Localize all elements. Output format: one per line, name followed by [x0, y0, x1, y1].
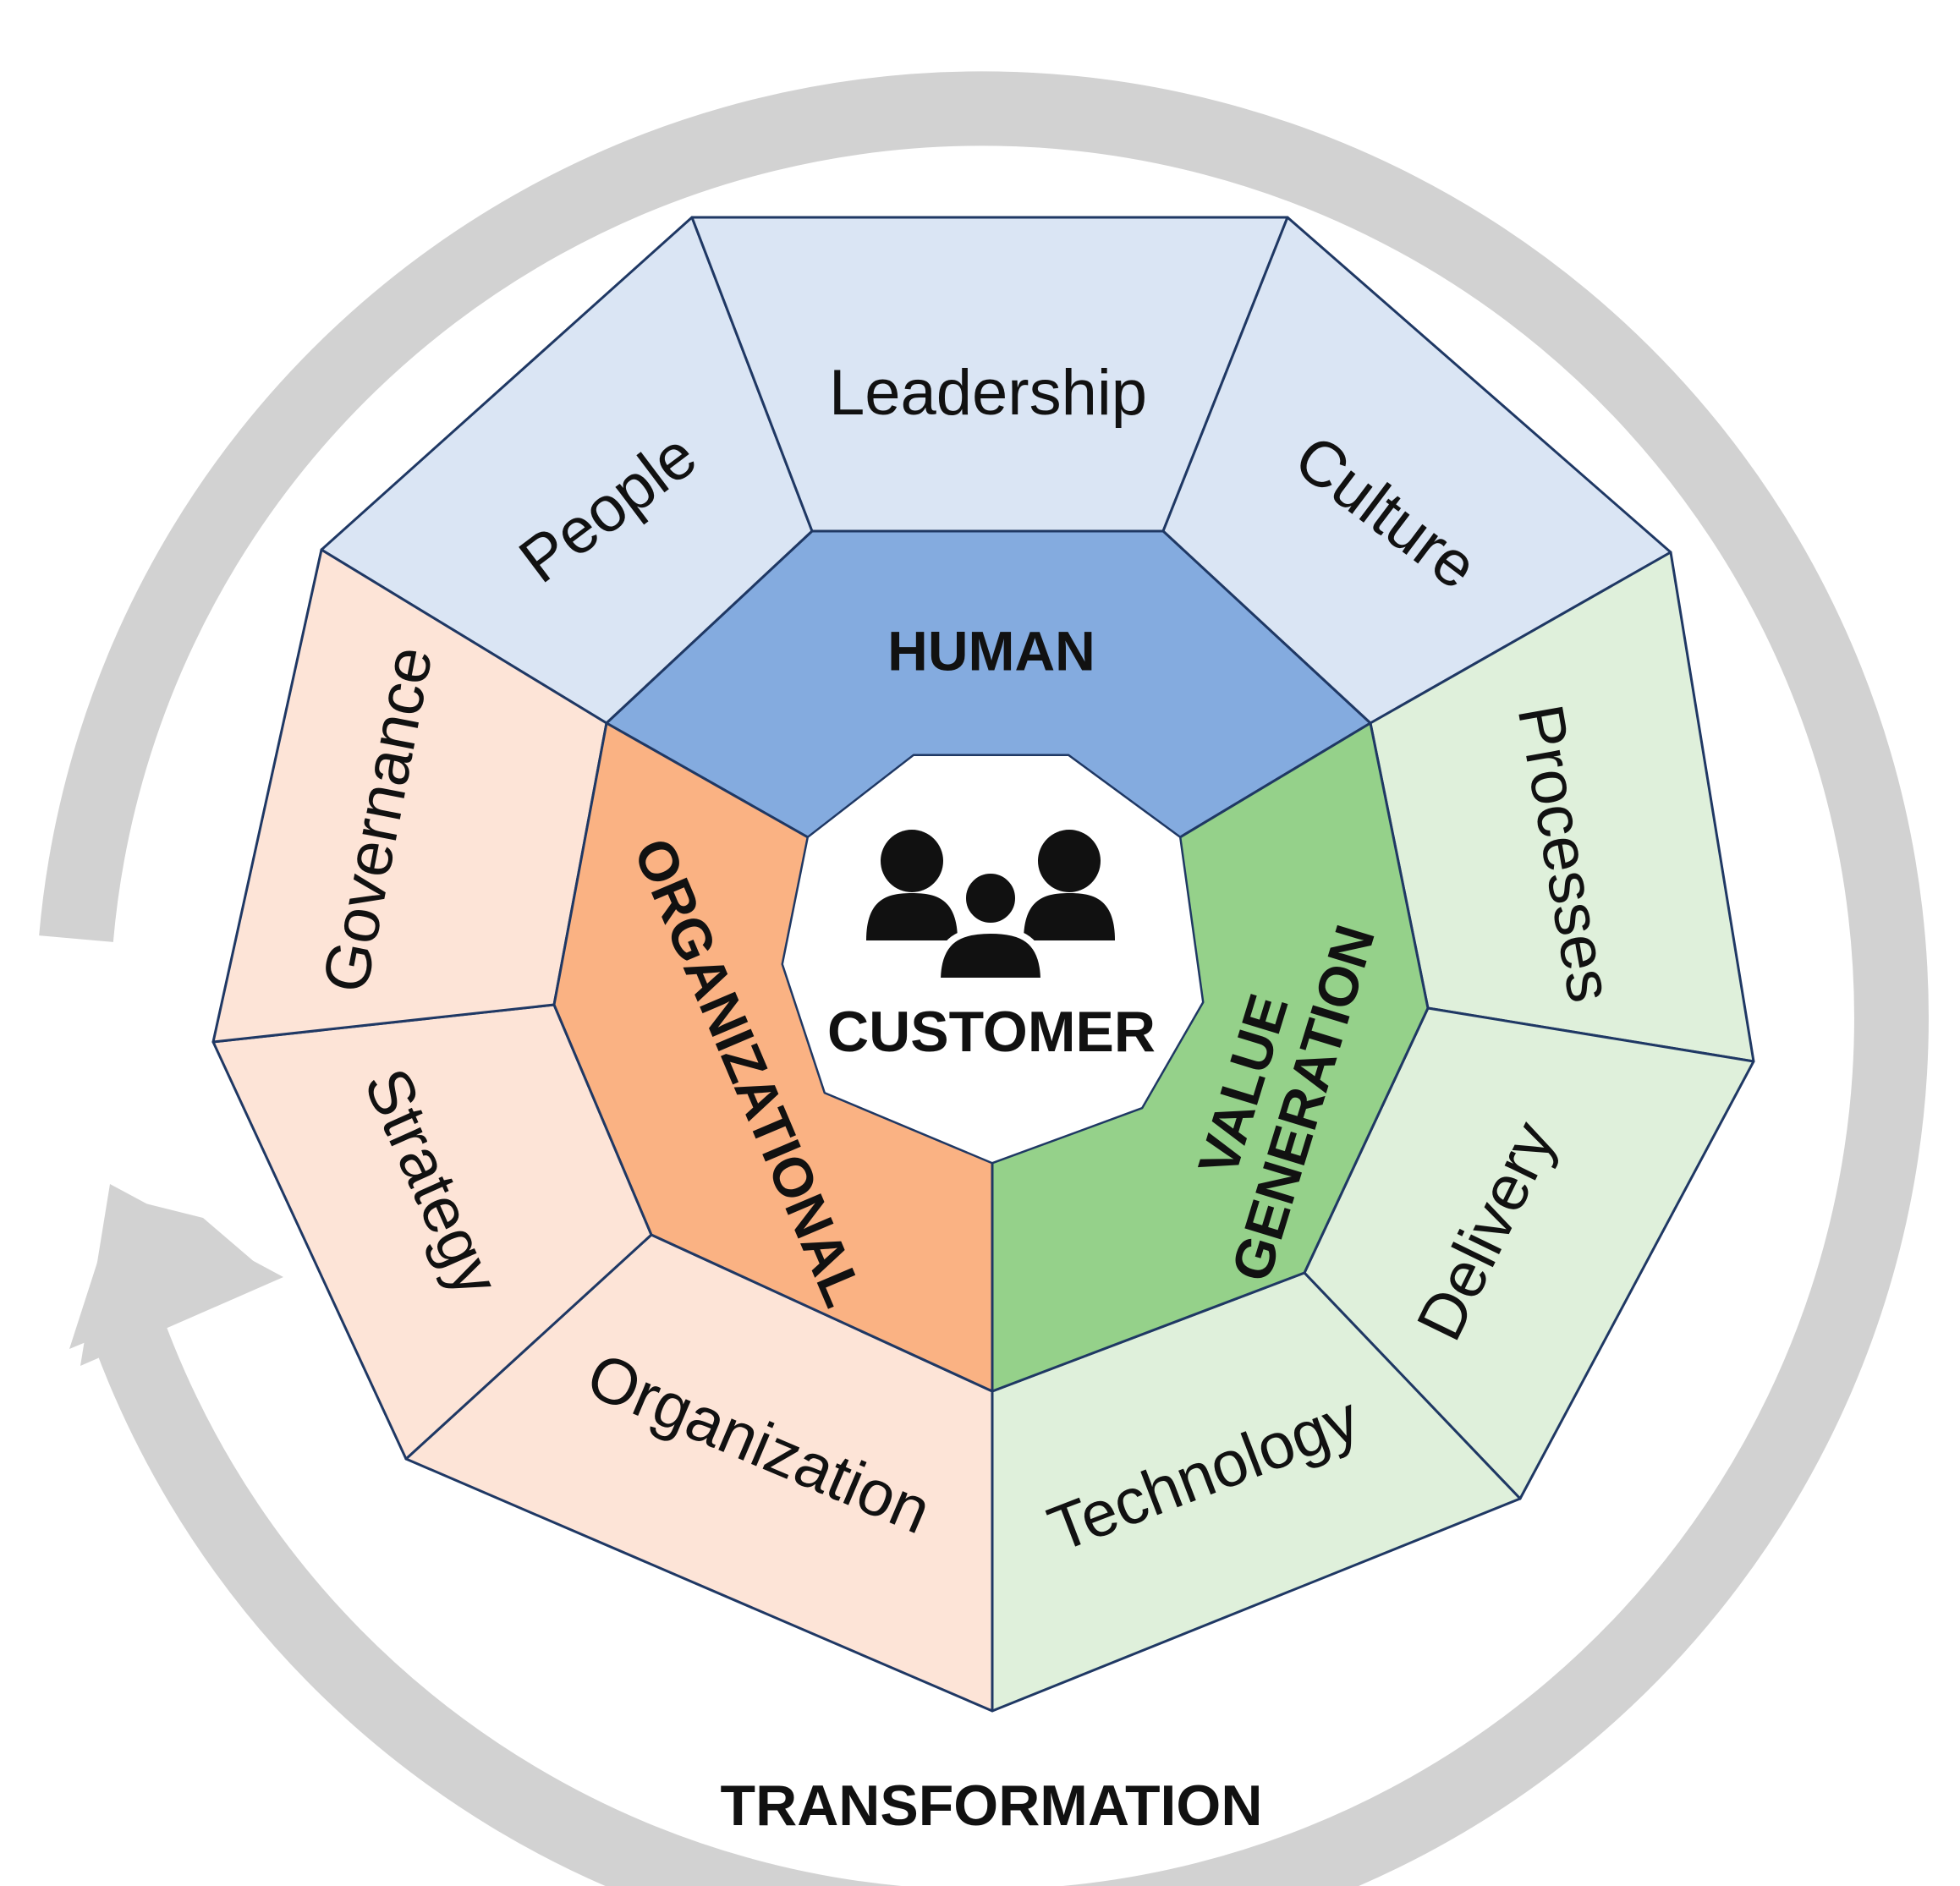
- transformation-cycle-arrow: [39, 71, 1929, 1886]
- people-group-icon: [866, 830, 1115, 984]
- diagram-title: TRANSFORMATION: [721, 1774, 1263, 1838]
- outer-ring: [211, 216, 1755, 1713]
- segment-label-leadership: Leadership: [829, 357, 1147, 429]
- center-label: CUSTOMER: [827, 1000, 1156, 1064]
- inner-ring: [552, 529, 1430, 1393]
- band-label-human: HUMAN: [887, 619, 1095, 682]
